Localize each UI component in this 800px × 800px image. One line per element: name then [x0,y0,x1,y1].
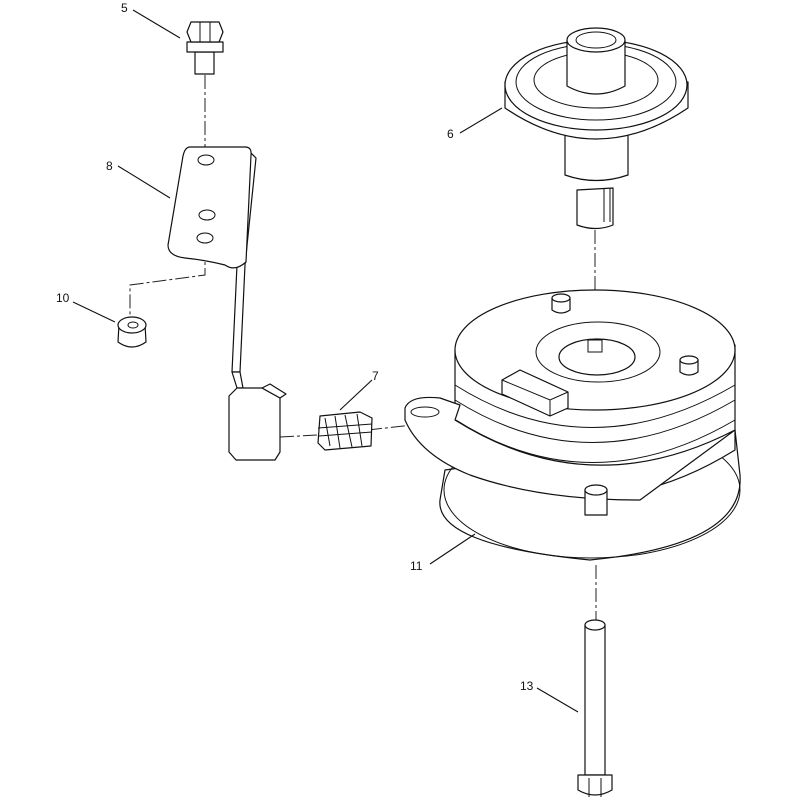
callout-6: 6 [447,127,454,141]
callout-7: 7 [372,369,379,383]
callout-8: 8 [106,159,113,173]
leader-13 [536,687,579,713]
part-13-long-bolt [577,619,613,797]
callout-10: 10 [56,291,70,305]
part-7-key [317,411,373,451]
part-6-pulley [504,27,689,230]
callout-11: 11 [410,559,423,573]
leader-10 [72,301,116,323]
leader-6 [459,107,503,134]
callout-13: 13 [520,679,534,693]
part-5-flange-bolt [186,21,224,75]
leader-7 [339,379,373,411]
leader-11 [429,533,476,565]
part-8-bracket [167,146,287,461]
callout-leaders [72,9,579,713]
part-10-flange-nut [117,316,147,348]
part-11-clutch [404,289,741,561]
callout-5: 5 [121,1,128,15]
callout-labels: 5 6 7 8 10 11 13 [56,1,534,693]
leader-5 [132,9,181,39]
leader-8 [117,165,171,199]
